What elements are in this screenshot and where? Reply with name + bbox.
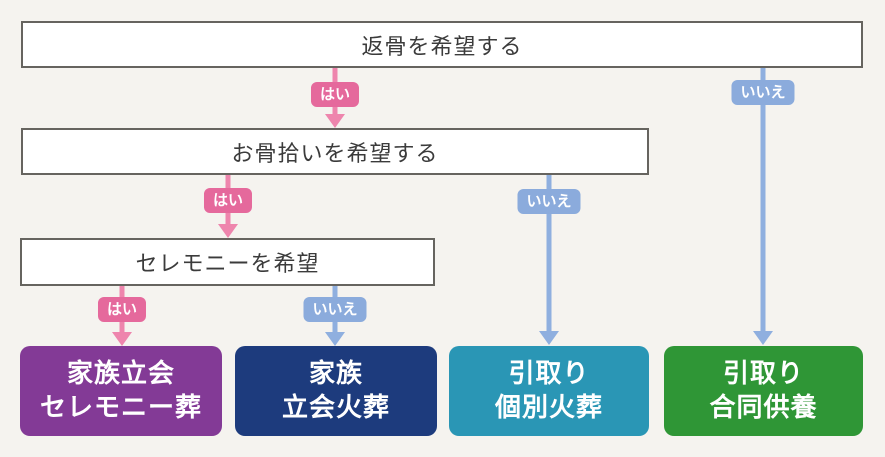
edge-label-no-1: いいえ (731, 80, 795, 105)
edge-label-no-3: いいえ (303, 297, 367, 322)
decision-box-ceremony: セレモニーを希望 (20, 238, 435, 286)
edge-label-yes-1: はい (310, 82, 360, 107)
result-box-pickup-joint-memorial: 引取り 合同供養 (664, 346, 863, 436)
result-box-family-attended-ceremony-funeral: 家族立会 セレモニー葬 (20, 346, 222, 436)
arrow-head-no-3-icon (325, 332, 345, 346)
result-box-family-attended-cremation: 家族 立会火葬 (235, 346, 437, 436)
result-box-pickup-individual-cremation: 引取り 個別火葬 (449, 346, 649, 436)
edge-label-no-2: いいえ (517, 189, 581, 214)
arrow-line-no-2 (546, 175, 552, 331)
arrow-head-no-1-icon (753, 331, 773, 345)
result-label-line2: 合同供養 (709, 393, 818, 423)
decision-box-return-bones-label: 返骨を希望する (361, 34, 523, 60)
result-label-line1: 引取り (722, 358, 804, 389)
arrow-head-yes-1-icon (325, 114, 345, 128)
result-label-line2: セレモニー葬 (39, 393, 202, 423)
decision-box-ceremony-label: セレモニーを希望 (135, 252, 320, 277)
decision-box-pick-up-bones: お骨拾いを希望する (21, 128, 649, 175)
result-label-line1: 引取り (508, 358, 590, 389)
arrow-line-no-1 (760, 68, 766, 331)
result-label-line1: 家族 (308, 358, 363, 389)
edge-label-yes-2: はい (203, 188, 253, 213)
arrow-head-yes-3-icon (112, 332, 132, 346)
result-label-line2: 立会火葬 (281, 393, 390, 423)
result-label-line2: 個別火葬 (494, 393, 603, 423)
arrow-head-yes-2-icon (218, 224, 238, 238)
arrow-head-no-2-icon (539, 331, 559, 345)
result-label-line1: 家族立会 (66, 358, 175, 389)
decision-box-return-bones: 返骨を希望する (21, 21, 863, 68)
edge-label-yes-3: はい (97, 297, 147, 322)
decision-box-pick-up-bones-label: お骨拾いを希望する (231, 141, 439, 167)
